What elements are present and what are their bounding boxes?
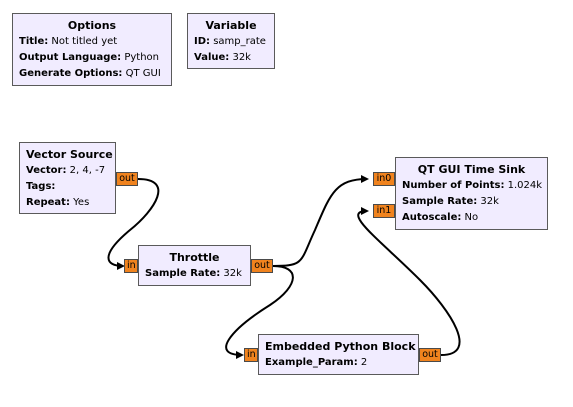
vector-source-block[interactable]: Vector Source Vector: 2, 4, -7 Tags: Rep…	[19, 142, 116, 214]
throttle-param-sample-rate: Sample Rate: 32k	[145, 268, 242, 279]
embedded-python-block[interactable]: Embedded Python Block Example_Param: 2	[258, 334, 419, 375]
throttle-out-port[interactable]: out	[251, 259, 273, 273]
time-sink-param-sample-rate: Sample Rate: 32k	[402, 196, 499, 207]
vector-source-param-repeat: Repeat: Yes	[26, 197, 90, 208]
time-sink-block[interactable]: QT GUI Time Sink Number of Points: 1.024…	[395, 157, 548, 230]
vector-source-block-title: Vector Source	[26, 148, 113, 161]
time-sink-param-autoscale: Autoscale: No	[402, 212, 479, 223]
time-sink-param-number-of-points: Number of Points: 1.024k	[402, 180, 543, 191]
time-sink-in0-port[interactable]: in0	[373, 172, 395, 186]
vector-source-out-port[interactable]: out	[116, 172, 138, 186]
variable-param-id: ID: samp_rate	[194, 36, 266, 47]
time-sink-in1-port[interactable]: in1	[373, 204, 395, 218]
options-block[interactable]: Options Title: Not titled yet Output Lan…	[12, 13, 172, 86]
options-param-generate-options: Generate Options: QT GUI	[19, 68, 161, 79]
throttle-block-title: Throttle	[169, 251, 220, 264]
embedded-python-param-example-param: Example_Param: 2	[265, 357, 368, 368]
vector-source-param-tags: Tags:	[26, 181, 56, 192]
options-param-title: Title: Not titled yet	[19, 36, 118, 47]
embedded-python-in-port[interactable]: in	[244, 348, 258, 362]
options-block-title: Options	[67, 19, 117, 32]
embedded-python-block-title: Embedded Python Block	[265, 340, 416, 353]
options-param-output-language: Output Language: Python	[19, 52, 159, 63]
wire-throttle-to-time-sink-in0[interactable]	[272, 175, 369, 267]
throttle-in-port[interactable]: in	[124, 259, 138, 273]
embedded-python-out-port[interactable]: out	[419, 348, 441, 362]
throttle-block[interactable]: Throttle Sample Rate: 32k	[138, 245, 251, 286]
variable-param-value: Value: 32k	[194, 52, 251, 63]
variable-block-title: Variable	[205, 19, 257, 32]
time-sink-block-title: QT GUI Time Sink	[417, 163, 526, 176]
vector-source-param-vector: Vector: 2, 4, -7	[26, 165, 106, 176]
variable-block[interactable]: Variable ID: samp_rate Value: 32k	[187, 13, 275, 69]
